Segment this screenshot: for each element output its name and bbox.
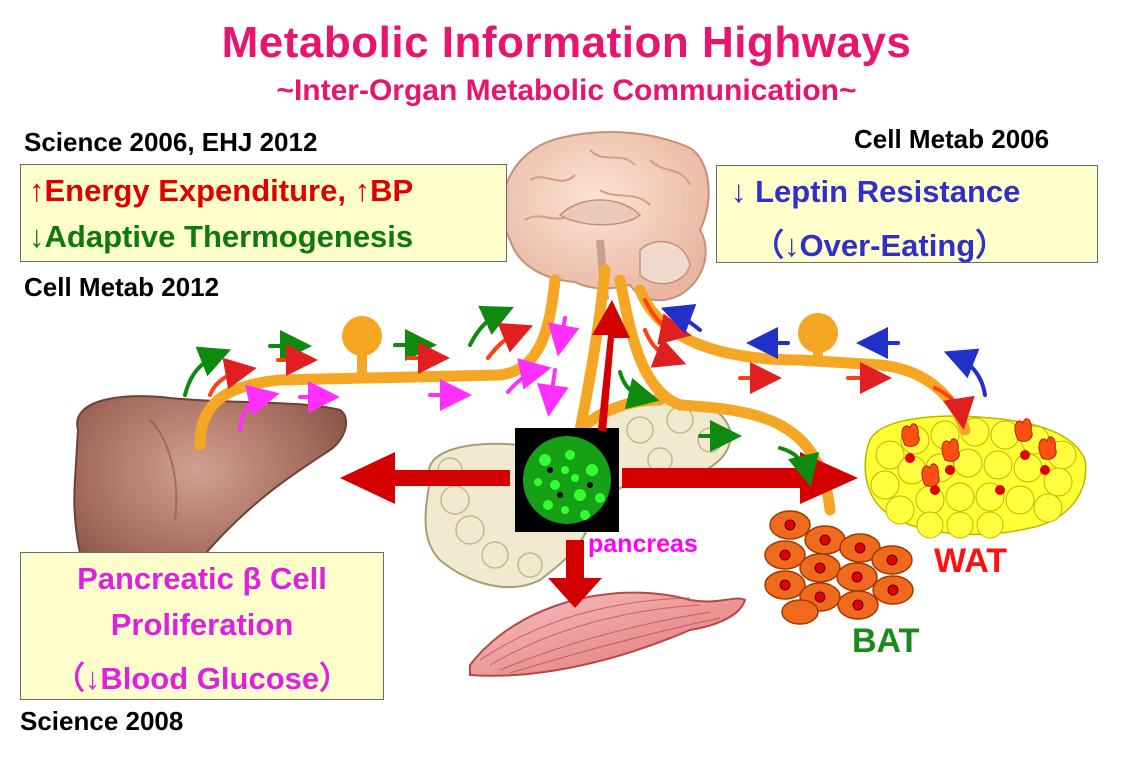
down-arrow-icon: ↓ — [84, 661, 101, 696]
bat-label: BAT — [852, 622, 920, 660]
pancreatic-beta-cell-box: Pancreatic β Cell Proliferation （↓Blood … — [20, 552, 384, 700]
reference-top-right: Cell Metab 2006 — [854, 124, 1050, 154]
down-arrow-icon: ↓ — [784, 228, 800, 263]
wat-label: WAT — [934, 542, 1008, 580]
energy-line-1: ↑Energy Expenditure, ↑BP — [29, 173, 414, 208]
leptin-line-2: （↓Over-Eating） — [753, 228, 1007, 263]
up-arrow-icon: ↑ — [29, 173, 45, 208]
islet-icon — [515, 428, 619, 532]
page-subtitle: ~Inter-Organ Metabolic Communication~ — [276, 74, 857, 107]
up-arrow-icon: ↑ — [354, 173, 371, 208]
brain-icon — [501, 131, 710, 302]
reference-mid-left: Cell Metab 2012 — [24, 272, 220, 302]
pancreatic-line-1: Pancreatic β Cell — [77, 561, 327, 596]
wat-cells-icon — [864, 415, 1087, 539]
leptin-resistance-box: ↓ Leptin Resistance （↓Over-Eating） — [716, 165, 1098, 263]
muscle-icon — [469, 591, 747, 677]
reference-bottom-left: Science 2008 — [20, 706, 184, 736]
ganglion-icon — [342, 313, 838, 380]
down-arrow-icon: ↓ — [731, 174, 747, 209]
energy-line-2: ↓Adaptive Thermogenesis — [29, 219, 414, 254]
bat-cells-icon — [764, 510, 914, 625]
flame-icon — [901, 418, 1057, 487]
leptin-line-1: ↓ Leptin Resistance — [731, 174, 1021, 209]
pancreatic-line-2: Proliferation — [110, 607, 294, 642]
pancreas-label: pancreas — [588, 530, 698, 558]
page-title: Metabolic Information Highways — [221, 18, 912, 67]
red-arrows — [340, 300, 858, 608]
energy-expenditure-box: ↑Energy Expenditure, ↑BP ↓Adaptive Therm… — [20, 164, 507, 262]
down-arrow-icon: ↓ — [29, 219, 45, 254]
reference-top-left: Science 2006, EHJ 2012 — [24, 127, 318, 157]
pancreatic-line-3: （↓Blood Glucose） — [53, 661, 351, 696]
